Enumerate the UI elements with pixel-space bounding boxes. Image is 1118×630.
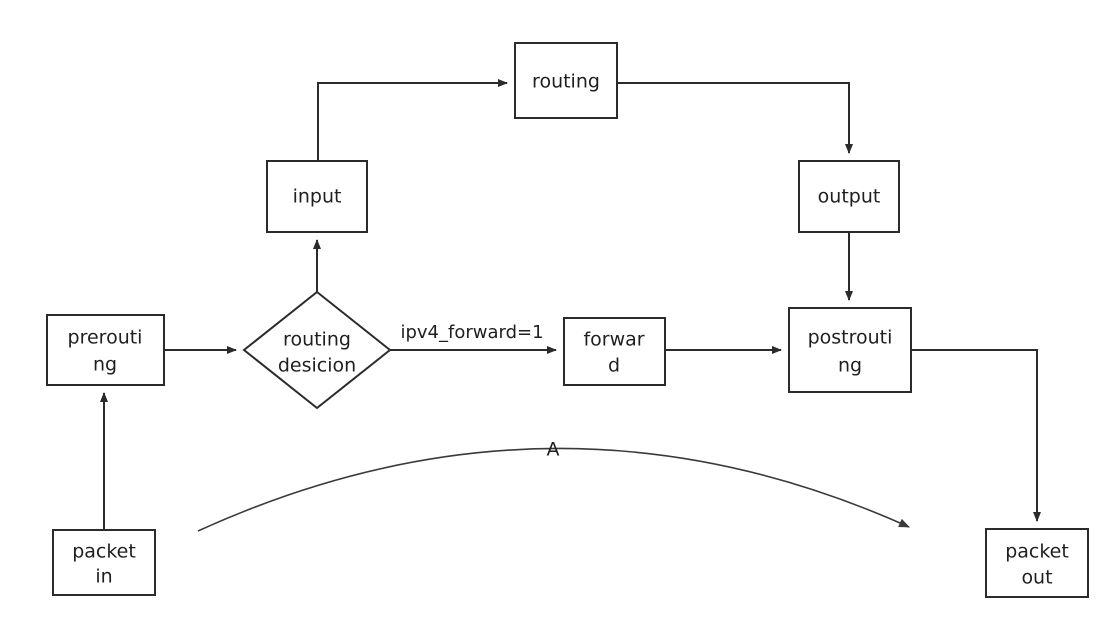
edge-routing-to-output: [617, 82, 853, 154]
output-label: output: [818, 186, 881, 208]
edge-postrouting-to-packet-out: [911, 349, 1041, 522]
node-output[interactable]: output: [798, 160, 900, 233]
routing-decision-diamond[interactable]: [242, 290, 392, 410]
input-box[interactable]: [266, 160, 368, 233]
node-input[interactable]: input: [266, 160, 368, 233]
edge-input-to-routing: [317, 79, 508, 161]
node-routing[interactable]: routing: [514, 42, 618, 119]
postrouting-label-line2: ng: [838, 355, 862, 377]
postrouting-label-line1: postrouti: [808, 327, 893, 349]
forward-label-line1: forwar: [583, 329, 644, 351]
routing-decision-label-line1: routing: [283, 329, 351, 351]
edge-arc-a: [197, 447, 910, 532]
packet-out-box[interactable]: [985, 528, 1089, 598]
input-label: input: [293, 186, 342, 208]
packet-in-box[interactable]: [52, 529, 156, 596]
node-packet-out[interactable]: packet out: [985, 528, 1089, 598]
node-prerouting[interactable]: prerouti ng: [46, 314, 165, 386]
prerouting-label-line2: ng: [93, 354, 117, 376]
routing-label: routing: [532, 71, 600, 93]
forward-box[interactable]: [563, 317, 666, 386]
packet-in-label-line2: in: [95, 566, 112, 588]
postrouting-box[interactable]: [788, 307, 912, 393]
node-routing-decision[interactable]: routing desicion: [242, 290, 392, 410]
packet-out-label-line2: out: [1021, 567, 1052, 589]
prerouting-label-line1: prerouti: [68, 327, 143, 349]
routing-decision-label-line2: desicion: [278, 355, 356, 377]
packet-out-label-line1: packet: [1005, 541, 1069, 563]
forward-label-line2: d: [608, 355, 620, 377]
node-postrouting[interactable]: postrouti ng: [788, 307, 912, 393]
edge-label-arc-a: A: [547, 439, 560, 461]
packet-in-label-line1: packet: [72, 541, 136, 563]
output-box[interactable]: [798, 160, 900, 233]
edge-label-ipv4-forward: ipv4_forward=1: [400, 322, 543, 343]
node-packet-in[interactable]: packet in: [52, 529, 156, 596]
prerouting-box[interactable]: [46, 314, 165, 386]
node-forward[interactable]: forwar d: [563, 317, 666, 386]
routing-box[interactable]: [514, 42, 618, 119]
